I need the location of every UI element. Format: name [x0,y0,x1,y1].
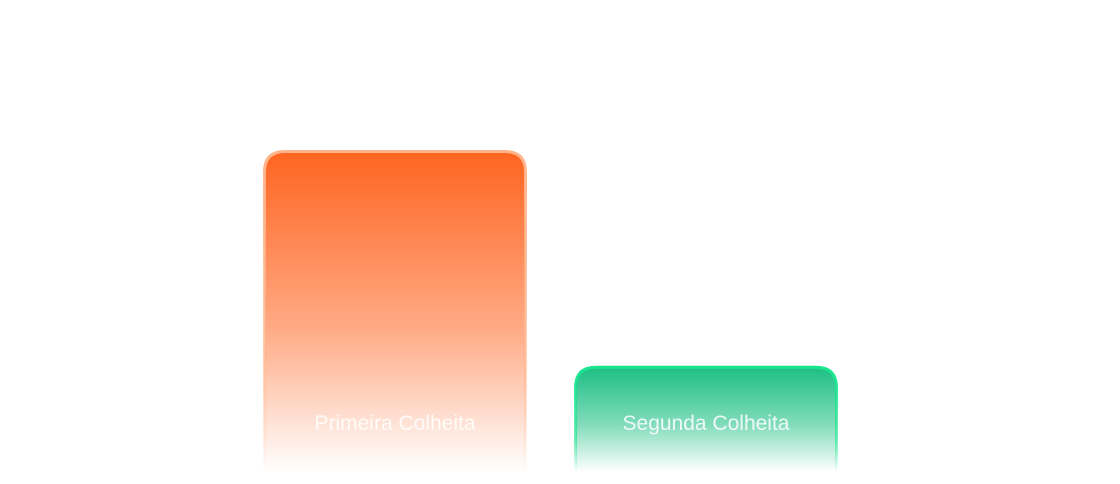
bar-2 [574,365,838,472]
bar-label-1: Primeira Colheita [314,412,475,435]
bar-label-2: Segunda Colheita [623,412,790,435]
bar-1 [263,150,527,472]
